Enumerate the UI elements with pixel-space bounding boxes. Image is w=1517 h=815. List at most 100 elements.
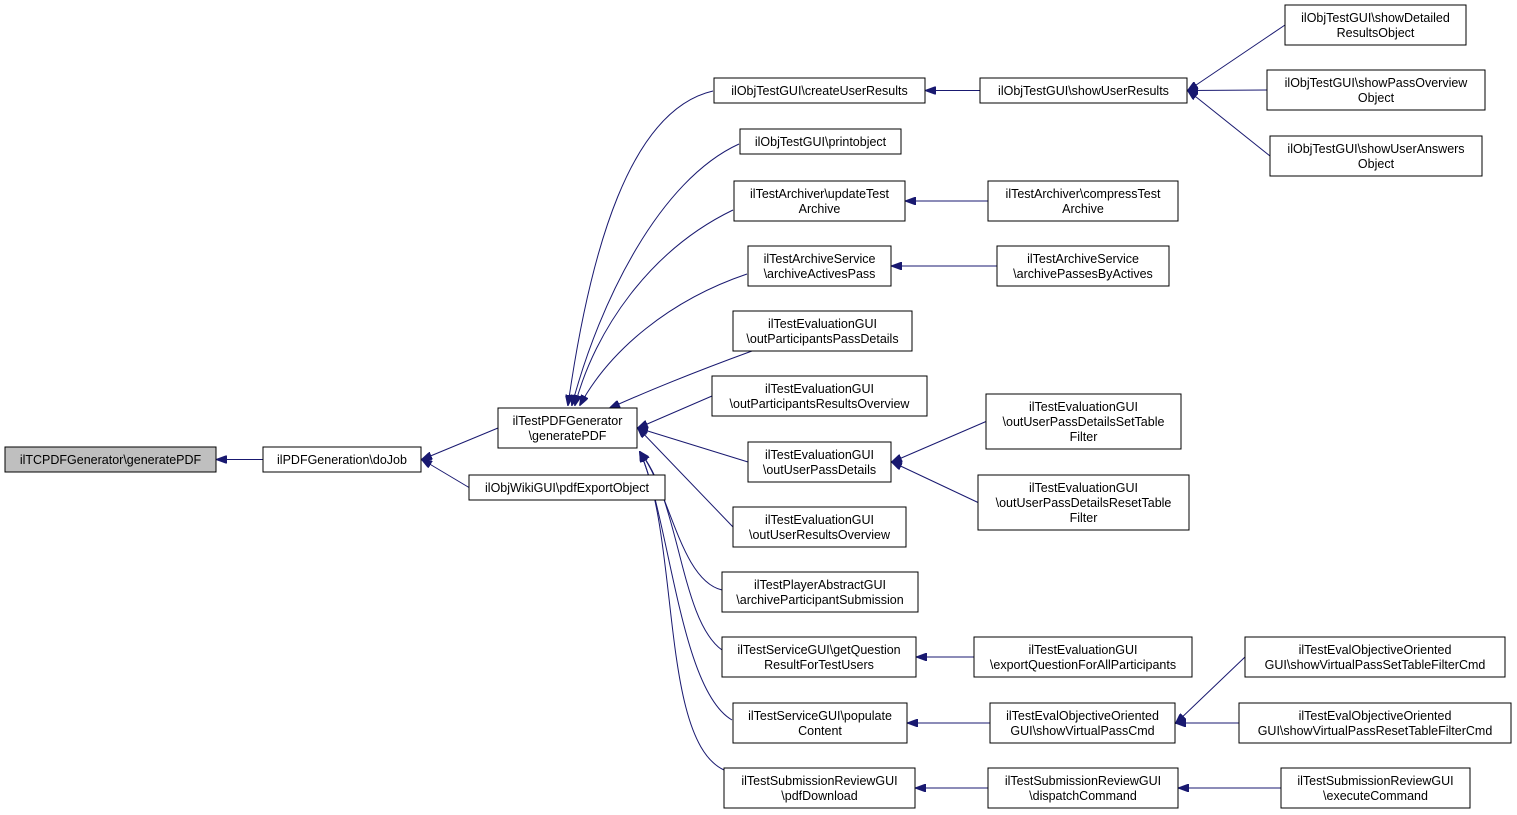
node-label-line: Object: [1358, 157, 1395, 171]
node-label-line: Filter: [1070, 430, 1098, 444]
node-label-line: \archiveActivesPass: [764, 267, 876, 281]
node-label-line: ilTestSubmissionReviewGUI: [1005, 774, 1161, 788]
graph-node-n3[interactable]: ilObjWikiGUI\pdfExportObject: [468, 474, 666, 501]
graph-node-n12[interactable]: ilTestPlayerAbstractGUI\archiveParticipa…: [721, 571, 919, 613]
node-label-line: ilObjTestGUI\showUserAnswers: [1287, 142, 1464, 156]
node-label-line: ilTestEvaluationGUI: [768, 317, 877, 331]
graph-node-n9[interactable]: ilTestEvaluationGUI\outParticipantsResul…: [711, 375, 928, 417]
node-label-line: ilObjTestGUI\printobject: [755, 135, 887, 149]
edge-n6-to-n2: [575, 209, 734, 405]
node-label-line: ilTestEvaluationGUI: [1029, 481, 1138, 495]
node-box: [747, 441, 892, 483]
node-label-line: GUI\showVirtualPassResetTableFilterCmd: [1258, 724, 1493, 738]
node-box: [989, 702, 1176, 744]
node-label-line: ilTestServiceGUI\getQuestion: [737, 643, 900, 657]
node-box: [733, 180, 906, 222]
graph-node-n15[interactable]: ilTestSubmissionReviewGUI\pdfDownload: [723, 767, 916, 809]
node-box: [987, 180, 1179, 222]
node-label-line: ilTestArchiver\updateTest: [750, 187, 889, 201]
node-label-line: \outUserPassDetailsSetTable: [1003, 415, 1165, 429]
node-box: [747, 245, 892, 287]
node-box: [1284, 4, 1467, 46]
node-label-line: \executeCommand: [1323, 789, 1428, 803]
node-label-line: ilTestEvaluationGUI: [1029, 400, 1138, 414]
graph-node-n11[interactable]: ilTestEvaluationGUI\outUserResultsOvervi…: [732, 506, 907, 548]
node-label-line: \outUserPassDetails: [763, 463, 876, 477]
node-box: [985, 393, 1182, 450]
node-box: [732, 310, 913, 352]
node-label-line: ilObjWikiGUI\pdfExportObject: [485, 481, 649, 495]
graph-node-n18[interactable]: ilTestArchiveService\archivePassesByActi…: [996, 245, 1170, 287]
node-box: [1280, 767, 1471, 809]
graph-node-n19[interactable]: ilTestEvaluationGUI\outUserPassDetailsSe…: [985, 393, 1182, 450]
graph-node-n16[interactable]: ilObjTestGUI\showUserResults: [979, 77, 1188, 104]
node-box: [996, 245, 1170, 287]
node-box: [739, 128, 902, 155]
graph-node-n1[interactable]: ilPDFGeneration\doJob: [262, 446, 422, 473]
node-label-line: Filter: [1070, 511, 1098, 525]
node-box: [711, 375, 928, 417]
graph-node-n22[interactable]: ilTestEvalObjectiveOrientedGUI\showVirtu…: [989, 702, 1176, 744]
node-label-line: ilTestServiceGUI\populate: [748, 709, 892, 723]
node-box: [977, 474, 1190, 531]
graph-node-n10[interactable]: ilTestEvaluationGUI\outUserPassDetails: [747, 441, 892, 483]
node-label-line: \archivePassesByActives: [1013, 267, 1153, 281]
node-box: [713, 77, 926, 104]
node-label-line: \outParticipantsResultsOverview: [730, 397, 911, 411]
node-box: [497, 407, 638, 449]
node-box: [1238, 702, 1512, 744]
node-label-line: ilTestEvaluationGUI: [1028, 643, 1137, 657]
edge-n9-to-n2: [638, 395, 713, 428]
edge-n4-to-n2: [568, 90, 714, 405]
edge-n2-to-n1: [422, 427, 499, 460]
node-label-line: ResultsObject: [1337, 26, 1415, 40]
node-box: [987, 767, 1179, 809]
graph-node-n20[interactable]: ilTestEvaluationGUI\outUserPassDetailsRe…: [977, 474, 1190, 531]
node-label-line: ilObjTestGUI\showDetailed: [1301, 11, 1450, 25]
node-box: [732, 506, 907, 548]
node-box: [262, 446, 422, 473]
node-box: [979, 77, 1188, 104]
graph-node-n7[interactable]: ilTestArchiveService\archiveActivesPass: [747, 245, 892, 287]
node-box: [1269, 135, 1483, 177]
graph-node-n28[interactable]: ilTestEvalObjectiveOrientedGUI\showVirtu…: [1238, 702, 1512, 744]
node-label-line: ilObjTestGUI\createUserResults: [731, 84, 907, 98]
node-box: [732, 702, 908, 744]
graph-node-n13[interactable]: ilTestServiceGUI\getQuestionResultForTes…: [721, 636, 917, 678]
node-label-line: ilTestSubmissionReviewGUI: [1297, 774, 1453, 788]
node-label-line: ilTestEvalObjectiveOriented: [1299, 643, 1452, 657]
node-label-line: ilTestEvalObjectiveOriented: [1006, 709, 1159, 723]
edge-n8-to-n2: [610, 350, 753, 408]
graph-node-n29[interactable]: ilTestSubmissionReviewGUI\executeCommand: [1280, 767, 1471, 809]
node-label-line: Object: [1358, 91, 1395, 105]
edge-n19-to-n10: [892, 421, 987, 463]
node-label-line: \dispatchCommand: [1029, 789, 1137, 803]
graph-node-n27[interactable]: ilTestEvalObjectiveOrientedGUI\showVirtu…: [1244, 636, 1506, 678]
node-label-line: Archive: [1062, 202, 1104, 216]
graph-node-n5[interactable]: ilObjTestGUI\printobject: [739, 128, 902, 155]
graph-node-n4[interactable]: ilObjTestGUI\createUserResults: [713, 77, 926, 104]
node-box: [4, 446, 217, 473]
edge-n13-to-n2: [640, 452, 723, 651]
node-label-line: ResultForTestUsers: [764, 658, 874, 672]
node-label-line: \outUserResultsOverview: [749, 528, 891, 542]
graph-node-n8[interactable]: ilTestEvaluationGUI\outParticipantsPassD…: [732, 310, 913, 352]
graph-node-n23[interactable]: ilTestSubmissionReviewGUI\dispatchComman…: [987, 767, 1179, 809]
node-label-line: \archiveParticipantSubmission: [736, 593, 903, 607]
edge-n7-to-n2: [580, 273, 748, 405]
edge-n5-to-n2: [572, 143, 740, 405]
graph-node-n21[interactable]: ilTestEvaluationGUI\exportQuestionForAll…: [973, 636, 1193, 678]
edge-n24-to-n16: [1188, 24, 1286, 91]
node-box: [721, 571, 919, 613]
node-label-line: ilTestEvalObjectiveOriented: [1299, 709, 1452, 723]
node-label-line: ilObjTestGUI\showPassOverview: [1285, 76, 1469, 90]
graph-node-n2[interactable]: ilTestPDFGenerator\generatePDF: [497, 407, 638, 449]
